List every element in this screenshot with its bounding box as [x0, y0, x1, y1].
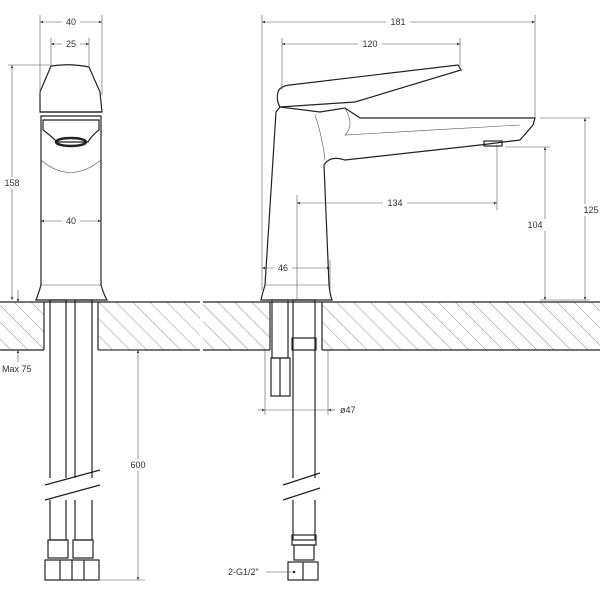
dim-connection: 2-G1/2" [228, 567, 259, 577]
dim-spout-height: 104 [527, 220, 542, 230]
side-view: 181 120 134 104 125 46 ø [203, 15, 600, 581]
dim-spout-reach: 134 [387, 198, 402, 208]
dim-body-width: 40 [66, 216, 76, 226]
side-dimensions: 181 120 134 104 125 46 ø [228, 15, 600, 577]
dim-top-width: 40 [66, 17, 76, 27]
front-dimensions: 40 25 158 40 Max 75 600 [2, 15, 150, 581]
countertop-front [0, 301, 200, 351]
faucet-side [260, 64, 536, 581]
dim-hole: ø47 [340, 405, 356, 415]
dim-base: 46 [278, 263, 288, 273]
dim-total-height: 125 [583, 205, 598, 215]
dim-handle-width: 25 [66, 39, 76, 49]
dim-handle-length: 120 [362, 39, 377, 49]
dim-hose-length: 600 [130, 460, 145, 470]
dim-total-length: 181 [390, 17, 405, 27]
countertop-side [203, 301, 600, 351]
front-view: 40 25 158 40 Max 75 600 [0, 15, 200, 581]
dim-max-counter: Max 75 [2, 364, 32, 374]
dim-height: 158 [4, 178, 19, 188]
faucet-front [35, 64, 109, 581]
